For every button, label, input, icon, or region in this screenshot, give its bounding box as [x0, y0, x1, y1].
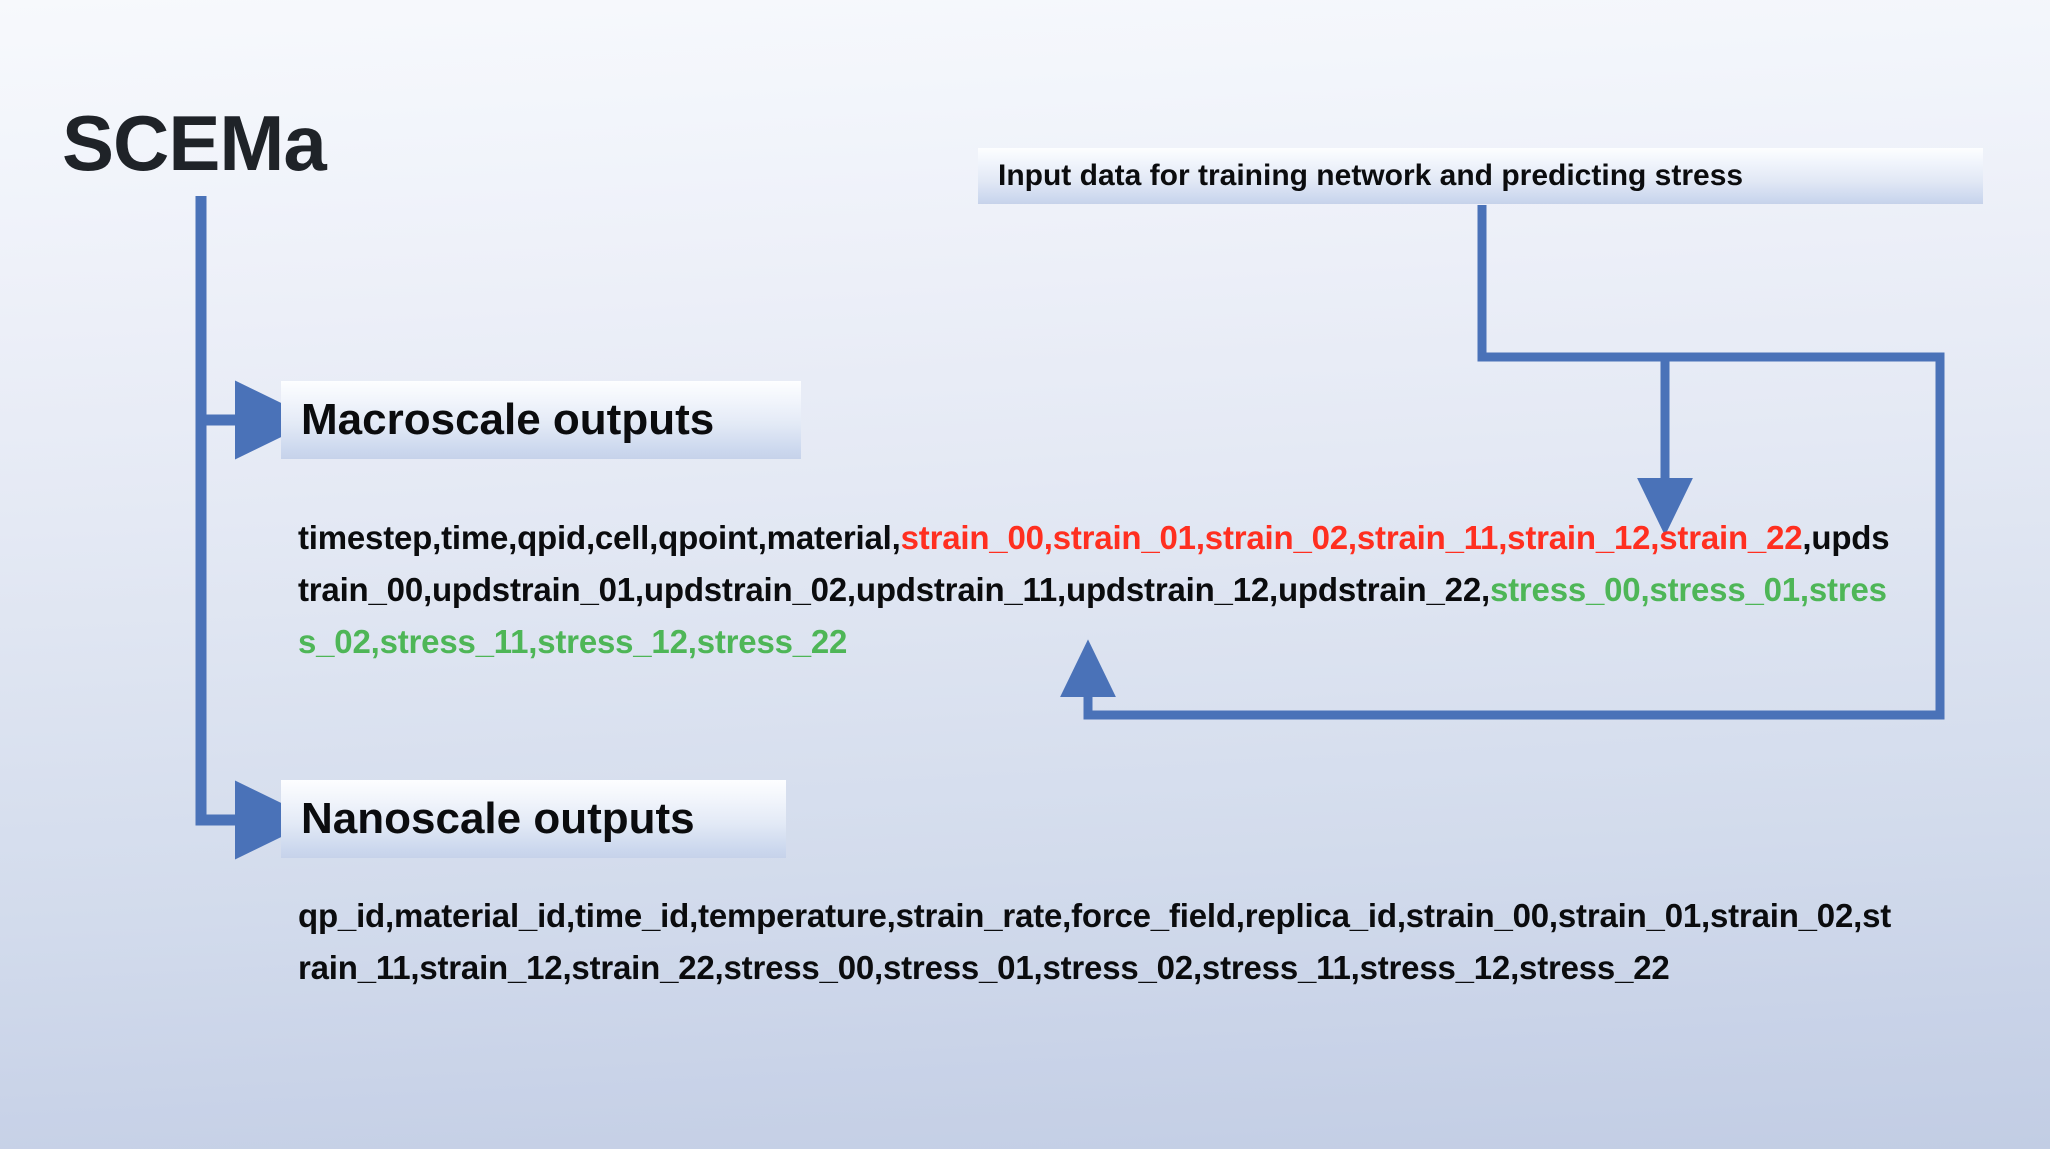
- page-title: SCEMa: [62, 99, 327, 187]
- macroscale-outputs-label: Macroscale outputs: [301, 395, 715, 444]
- connector-title-to-macroscale: [195, 196, 317, 460]
- nanoscale-csv-header: qp_id,material_id,time_id,temperature,st…: [298, 890, 1898, 994]
- macroscale-csv-segment-0: timestep,time,qpid,cell,qpoint,material,: [298, 519, 901, 556]
- nanoscale-csv-segment-0: qp_id,material_id,time_id,temperature,st…: [298, 897, 1892, 986]
- nanoscale-outputs-box[interactable]: Nanoscale outputs: [281, 780, 786, 858]
- nanoscale-outputs-label: Nanoscale outputs: [301, 794, 695, 843]
- macroscale-outputs-box[interactable]: Macroscale outputs: [281, 381, 801, 459]
- connector-input-to-strain: [1477, 205, 1693, 536]
- input-data-box[interactable]: Input data for training network and pred…: [978, 148, 1983, 204]
- macroscale-csv-segment-1: strain_00,strain_01,strain_02,strain_11,…: [900, 519, 1803, 556]
- input-data-label: Input data for training network and pred…: [998, 159, 1744, 192]
- macroscale-csv-segment-2: ,updstrain_00,updstrain_01,updstrain_02,…: [298, 519, 1890, 608]
- macroscale-csv-header: timestep,time,qpid,cell,qpoint,material,…: [298, 512, 1893, 668]
- macroscale-csv-segment-3: stress_00,stress_01,stress_02,stress_11,…: [298, 571, 1887, 660]
- connector-title-to-nanoscale: [195, 420, 317, 860]
